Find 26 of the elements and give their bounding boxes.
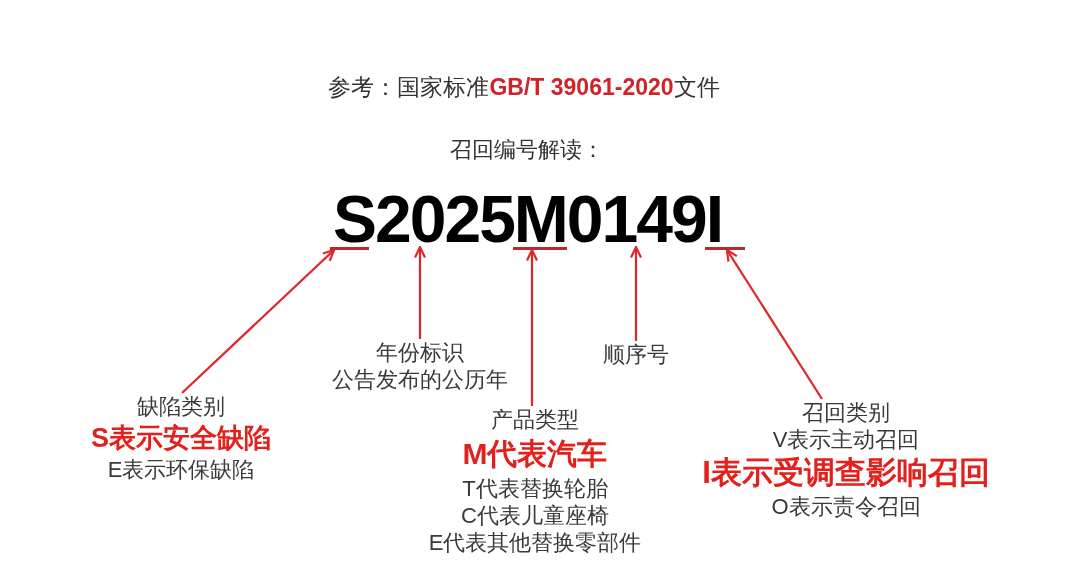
highlighted-meaning: M代表汽车 xyxy=(462,436,608,472)
field-heading: 产品类型 xyxy=(491,406,579,433)
highlighted-meaning: S表示安全缺陷 xyxy=(91,422,271,455)
field-heading: 缺陷类别 xyxy=(137,393,225,420)
arrow xyxy=(725,248,823,400)
code-meaning: E代表其他替换零部件 xyxy=(428,529,642,556)
recall-code: S2025M0149I xyxy=(333,191,722,248)
highlighted-meaning: I表示受调查影响召回 xyxy=(702,454,990,492)
code-meaning: T代表替换轮胎 xyxy=(462,475,608,502)
underline-mark xyxy=(513,247,567,250)
arrow xyxy=(525,248,539,406)
underline-mark xyxy=(705,247,745,250)
reference-note: 参考：国家标准GB/T 39061-2020文件 xyxy=(328,73,720,101)
field-heading: 年份标识 xyxy=(376,339,464,366)
arrow xyxy=(181,248,336,394)
code-meaning: V表示主动召回 xyxy=(772,426,920,453)
field-heading: 顺序号 xyxy=(603,341,669,368)
underline-mark xyxy=(330,247,369,250)
arrow xyxy=(629,246,643,341)
code-meaning: C代表儿童座椅 xyxy=(461,502,609,529)
code-meaning: E表示环保缺陷 xyxy=(107,456,255,483)
section-heading: 召回编号解读： xyxy=(450,136,604,164)
code-meaning: 公告发布的公历年 xyxy=(332,366,508,393)
arrow xyxy=(413,246,427,339)
code-meaning: O表示责令召回 xyxy=(771,493,921,520)
field-heading: 召回类别 xyxy=(802,399,890,426)
